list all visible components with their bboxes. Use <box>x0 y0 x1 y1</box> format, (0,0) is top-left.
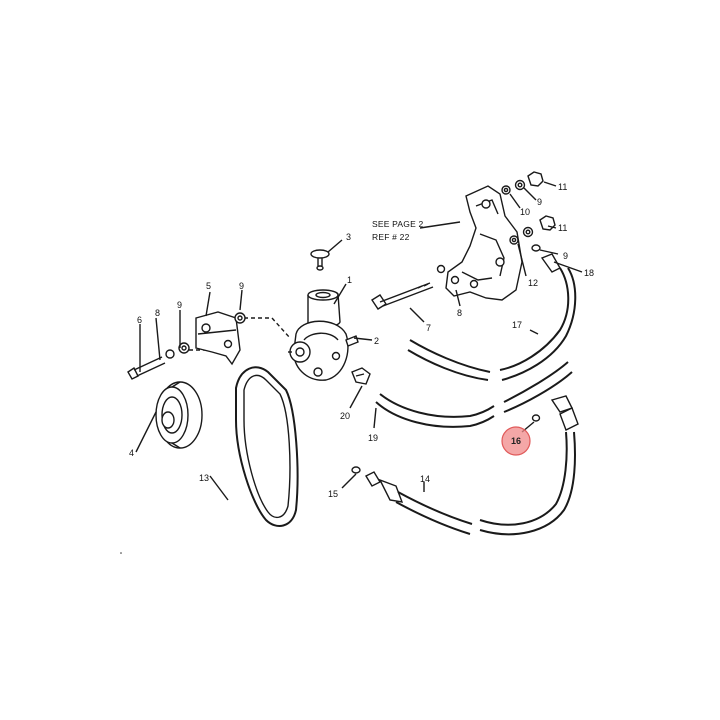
note-line-2: REF # 22 <box>372 232 410 242</box>
callout-8-left: 8 <box>155 308 160 318</box>
callout-2: 2 <box>374 336 379 346</box>
reservoir-cap <box>310 249 330 271</box>
callout-16: 16 <box>511 436 521 446</box>
o-ring-16 <box>531 414 541 422</box>
callout-9-left: 9 <box>177 300 182 310</box>
callout-20: 20 <box>340 411 350 421</box>
note-line-1: SEE PAGE 2 <box>372 219 424 229</box>
hose-14 <box>365 395 579 536</box>
callout-8-right: 8 <box>457 308 462 318</box>
hose-19 <box>375 361 573 428</box>
long-bolt <box>371 282 434 310</box>
mounting-bracket <box>445 185 523 301</box>
stray-dot <box>120 552 122 554</box>
callout-9-right: 9 <box>563 251 568 261</box>
callout-19: 19 <box>368 433 378 443</box>
callout-10: 10 <box>520 207 530 217</box>
highlight-part-16[interactable]: 16 <box>501 426 531 456</box>
callout-5: 5 <box>206 281 211 291</box>
callout-3: 3 <box>346 232 351 242</box>
callout-11-top: 11 <box>558 182 567 192</box>
callout-14: 14 <box>420 474 430 484</box>
callout-9-mid: 9 <box>239 281 244 291</box>
callout-15: 15 <box>328 489 338 499</box>
callout-1: 1 <box>347 275 352 285</box>
callout-9-top: 9 <box>537 197 542 207</box>
left-bolt-set <box>127 342 190 380</box>
callout-7: 7 <box>426 323 431 333</box>
callout-4: 4 <box>129 448 134 458</box>
leader-lines <box>135 181 583 501</box>
callout-11-mid: 11 <box>558 223 567 233</box>
pump-bracket <box>195 311 241 366</box>
callout-18: 18 <box>584 268 594 278</box>
drive-belt <box>235 366 299 527</box>
highlight-marker <box>501 426 531 456</box>
callout-12: 12 <box>528 278 538 288</box>
callout-13: 13 <box>199 473 209 483</box>
power-steering-pump <box>288 289 349 381</box>
o-ring-15 <box>351 466 361 474</box>
callout-17: 17 <box>512 320 522 330</box>
callout-6: 6 <box>137 315 142 325</box>
pulley <box>155 381 203 449</box>
hose-17 <box>407 253 577 381</box>
pump-fittings <box>345 335 371 385</box>
